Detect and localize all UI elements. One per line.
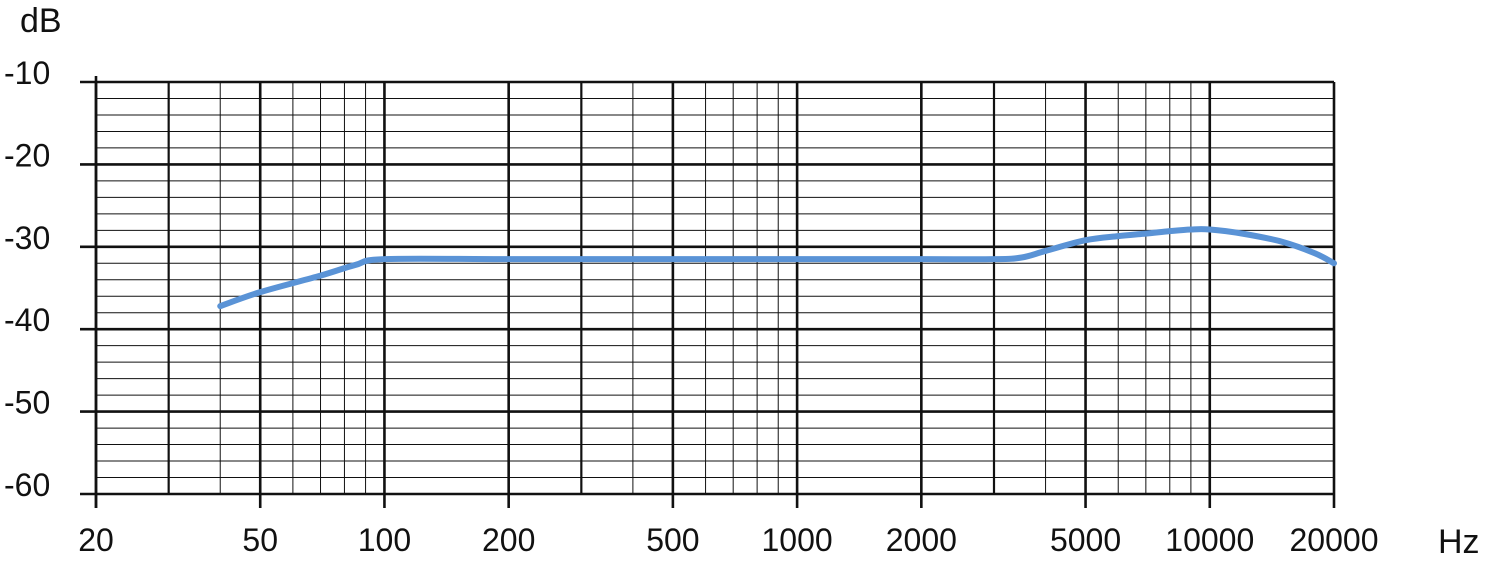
x-tick-label: 500 [646, 522, 699, 558]
y-axis-label: dB [20, 2, 62, 40]
x-tick-label: 100 [358, 522, 411, 558]
x-tick-label: 200 [482, 522, 535, 558]
y-tick-label: -10 [4, 55, 50, 91]
label-layer: dB Hz -10 -20 -30 -40 -50 -60 20 50 100 200 500 100… [4, 2, 1480, 561]
y-tick-label: -20 [4, 137, 50, 173]
x-tick-label: 20 [78, 522, 114, 558]
x-axis-label: Hz [1438, 523, 1480, 561]
frequency-response-line [217, 226, 1337, 310]
series-layer [217, 226, 1337, 310]
x-tick-label: 5000 [1050, 522, 1121, 558]
grid-layer [80, 76, 1336, 508]
x-tick-label: 20000 [1290, 522, 1379, 558]
y-tick-label: -30 [4, 220, 50, 256]
y-tick-label: -60 [4, 467, 50, 503]
x-tick-label: 2000 [886, 522, 957, 558]
x-tick-label: 1000 [762, 522, 833, 558]
y-tick-label: -40 [4, 302, 50, 338]
x-tick-label: 50 [242, 522, 278, 558]
y-tick-label: -50 [4, 385, 50, 421]
x-tick-label: 10000 [1165, 522, 1254, 558]
